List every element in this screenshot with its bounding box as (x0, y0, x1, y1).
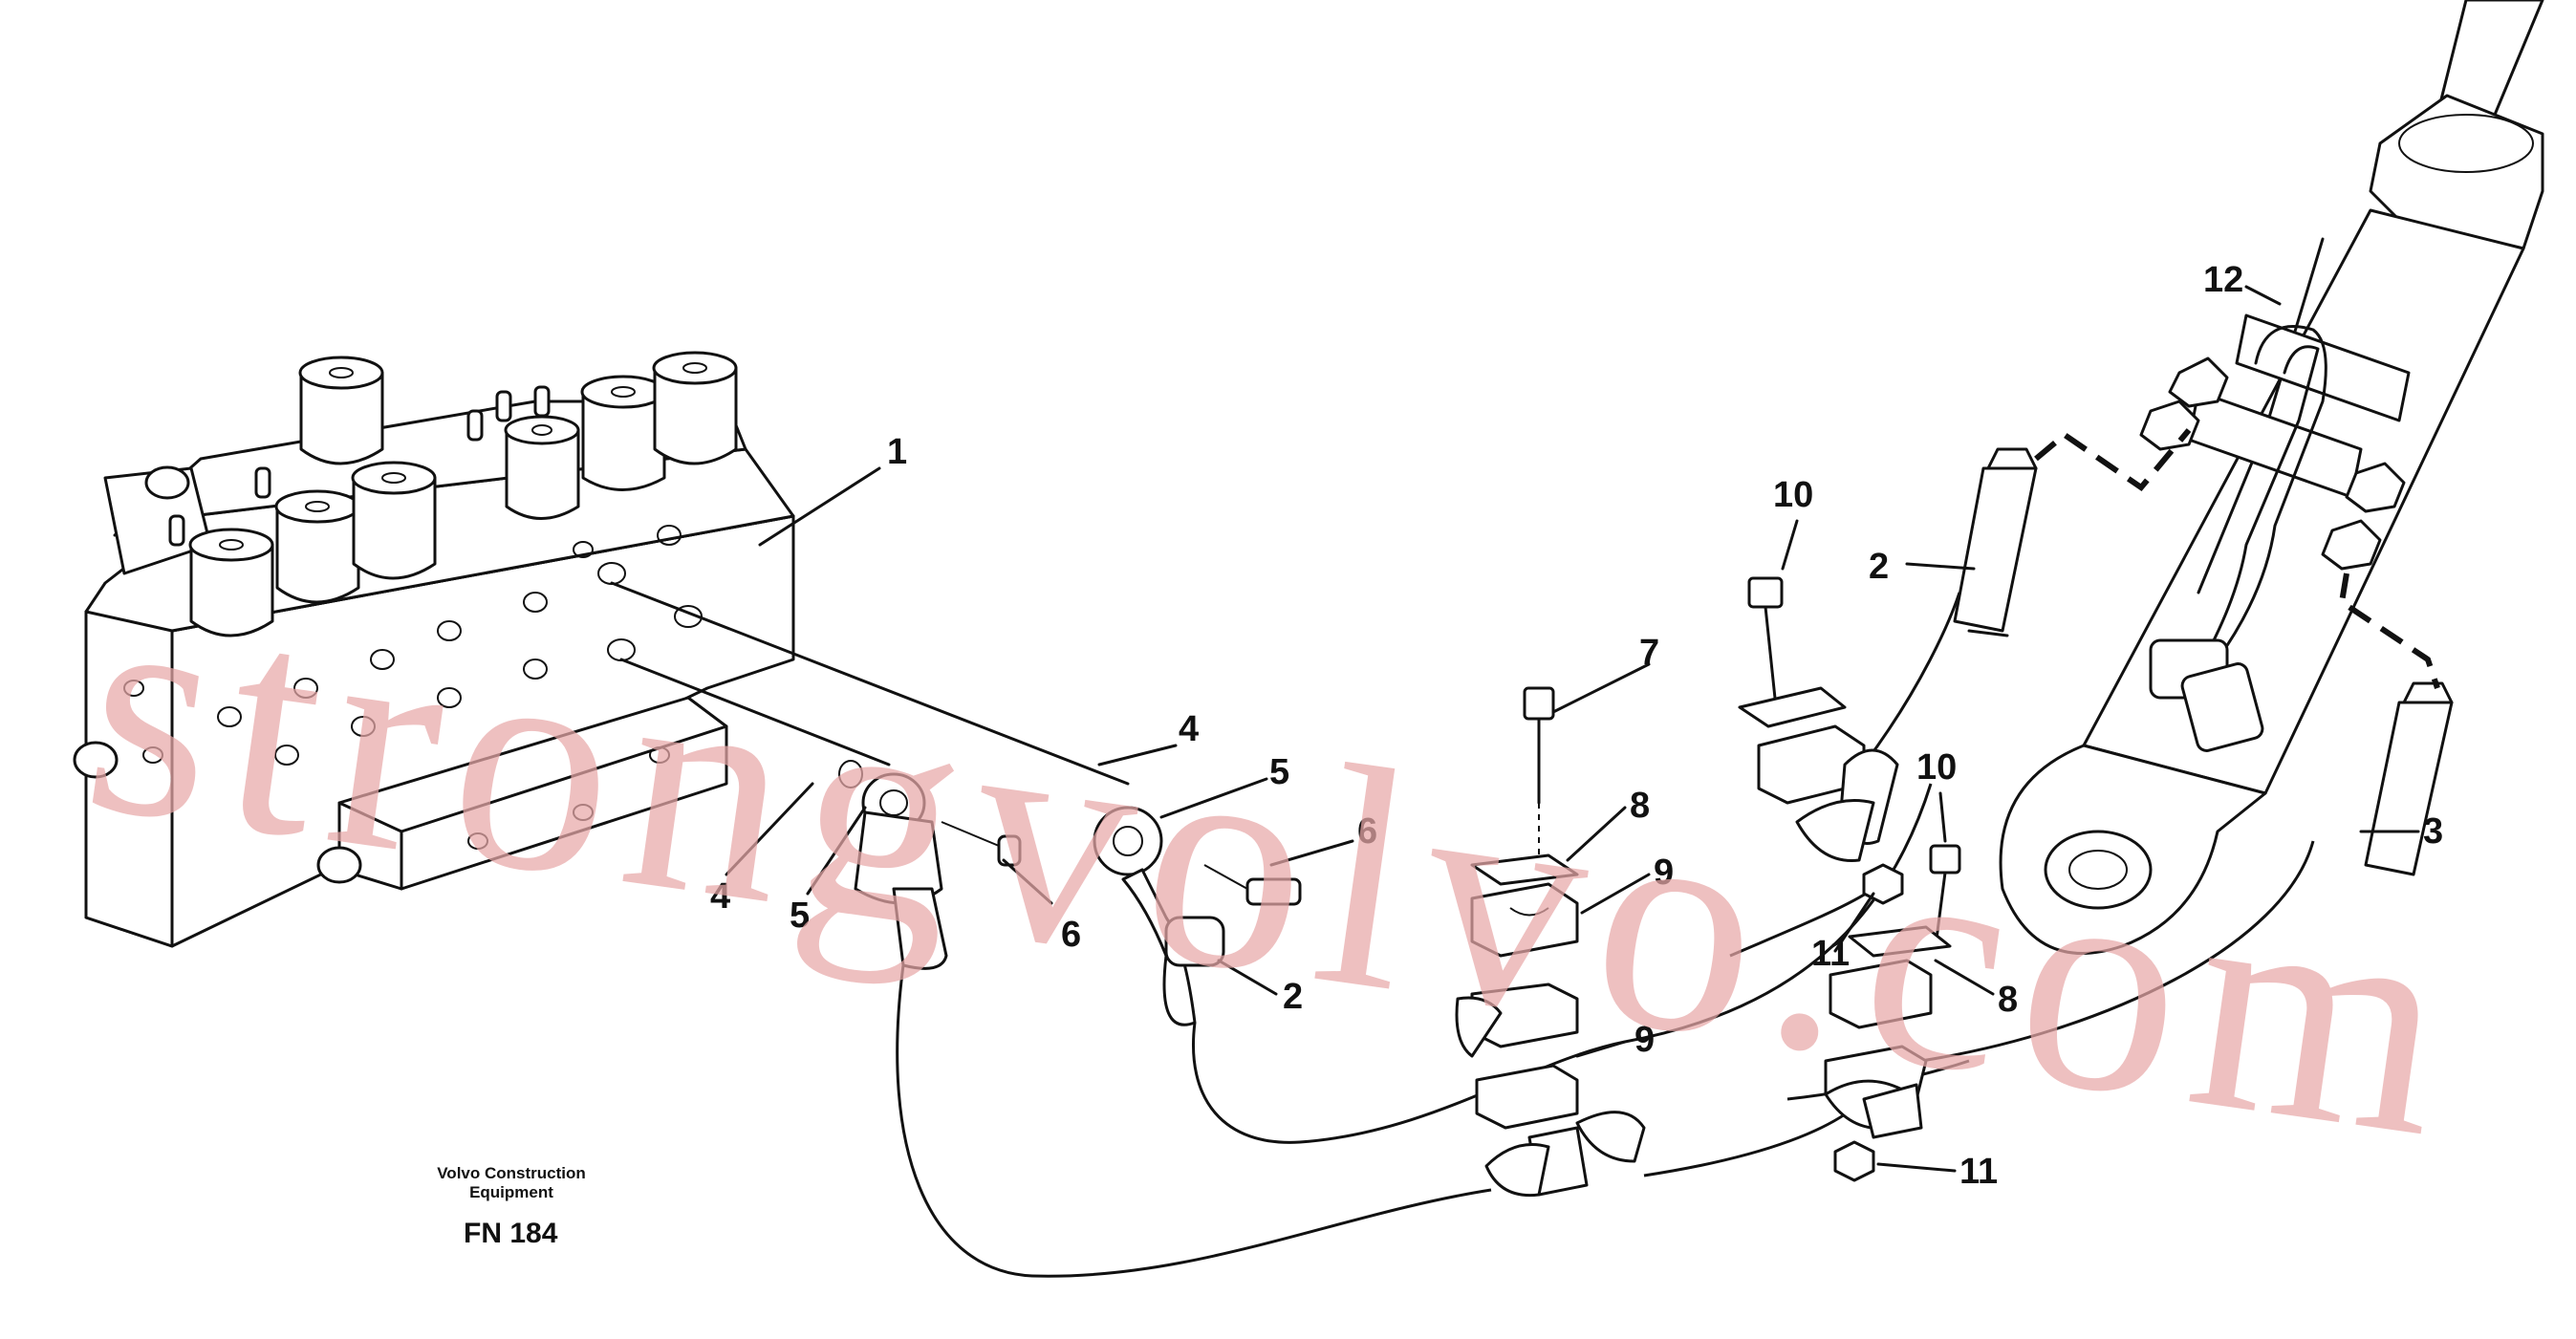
callout-11-upper: 11 (1811, 934, 1850, 974)
callout-4-left: 4 (710, 876, 730, 917)
callout-2-upper: 2 (1869, 547, 1889, 587)
callout-8-left: 8 (1630, 786, 1650, 826)
callout-5-left: 5 (790, 896, 810, 936)
hose-fittings (838, 760, 1302, 1026)
company-name-line1: Volvo Construction (437, 1164, 586, 1182)
callout-11-lower: 11 (1959, 1152, 1998, 1192)
company-name-line2: Equipment (469, 1183, 553, 1201)
clamp-assembly-right (1738, 576, 1961, 1182)
callout-6-left: 6 (1061, 915, 1081, 955)
callout-6-right: 6 (1357, 811, 1377, 852)
clamp-assembly-left (1455, 686, 1646, 1198)
callout-1: 1 (887, 432, 907, 472)
leader-lines (725, 285, 2420, 1173)
callout-8-right: 8 (1998, 980, 2018, 1020)
callout-9-upper: 9 (1654, 853, 1674, 893)
solenoid-coils (168, 351, 738, 637)
callout-7: 7 (1639, 633, 1659, 673)
figure-caption: Volvo Construction Equipment FN 184 (437, 1164, 586, 1249)
callout-5-right: 5 (1269, 752, 1289, 792)
callout-numbers: 1 2 2 3 4 4 5 5 6 6 7 8 8 9 9 10 10 11 1… (710, 260, 2443, 1192)
figure-code: FN 184 (464, 1218, 558, 1249)
callout-4-right: 4 (1179, 709, 1199, 749)
callout-2-lower: 2 (1283, 977, 1303, 1017)
callout-10-lower: 10 (1916, 747, 1957, 788)
callout-10-upper: 10 (1773, 475, 1813, 515)
callout-12: 12 (2203, 260, 2243, 300)
watermark-text: strongvolvo.com (69, 528, 2481, 1205)
hydraulic-cylinder (1953, 0, 2544, 955)
callout-9-lower: 9 (1634, 1020, 1655, 1060)
callout-3: 3 (2423, 811, 2443, 852)
